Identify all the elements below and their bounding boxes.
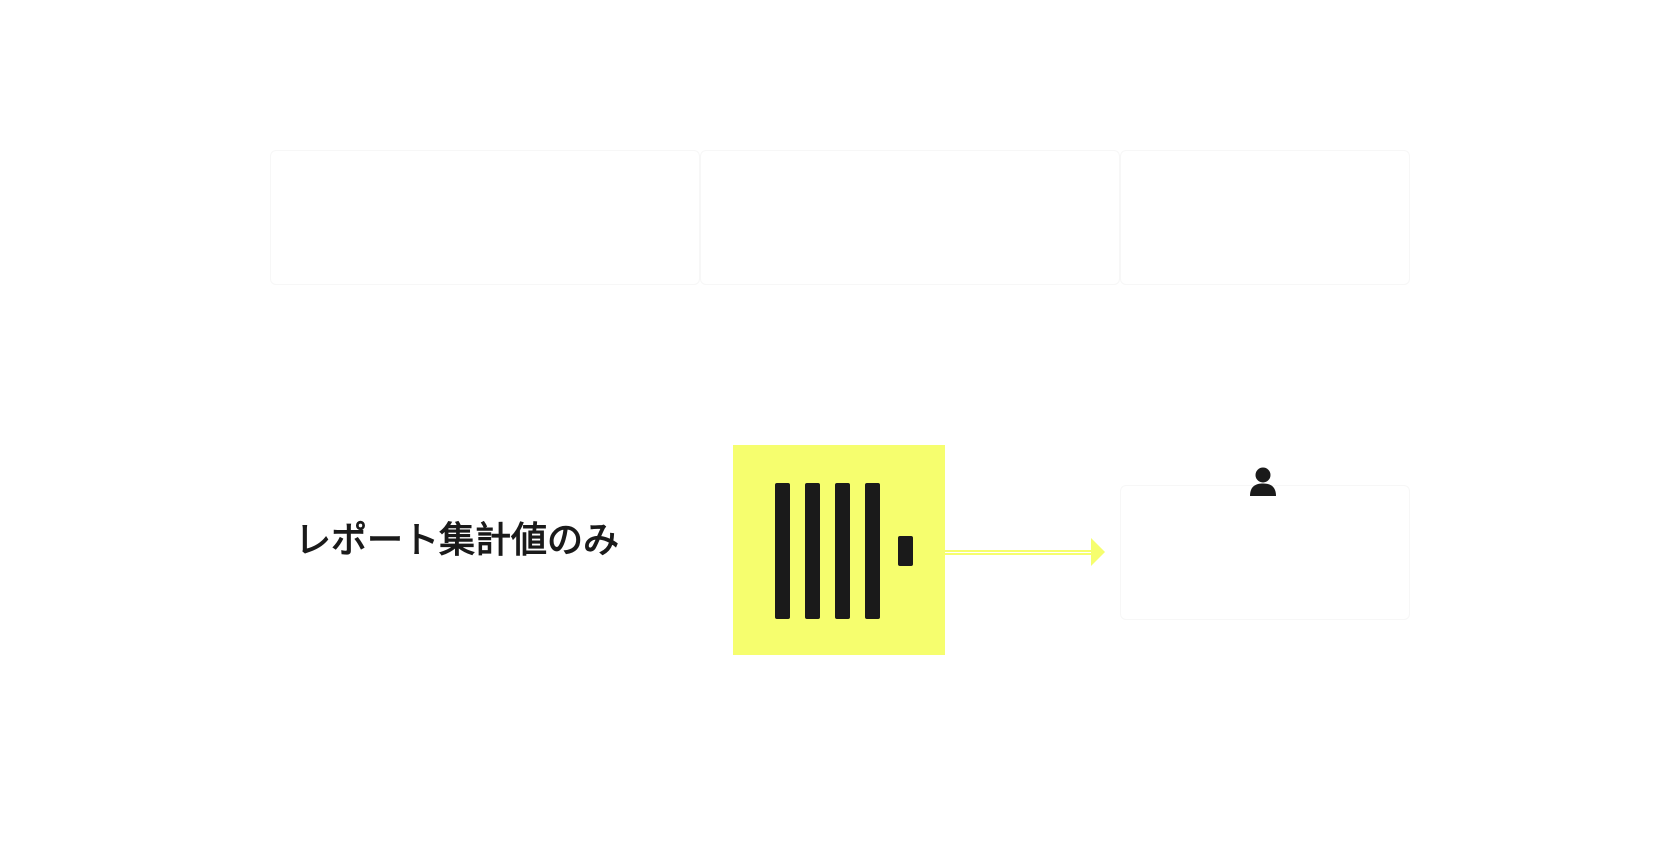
- arrow-right-icon: [945, 538, 1105, 566]
- background-card-2: [700, 150, 1120, 285]
- user-icon: [1250, 467, 1276, 496]
- source-label: レポート集計値のみ: [295, 520, 620, 561]
- barcode-dot: [898, 536, 913, 566]
- background-card-1: [270, 150, 700, 285]
- barcode-bar: [835, 483, 850, 619]
- barcode-bar: [805, 483, 820, 619]
- barcode-bar: [775, 483, 790, 619]
- barcode-bar: [865, 483, 880, 619]
- background-card-3: [1120, 150, 1410, 285]
- destination-card: [1120, 485, 1410, 620]
- processor-node: [733, 445, 945, 655]
